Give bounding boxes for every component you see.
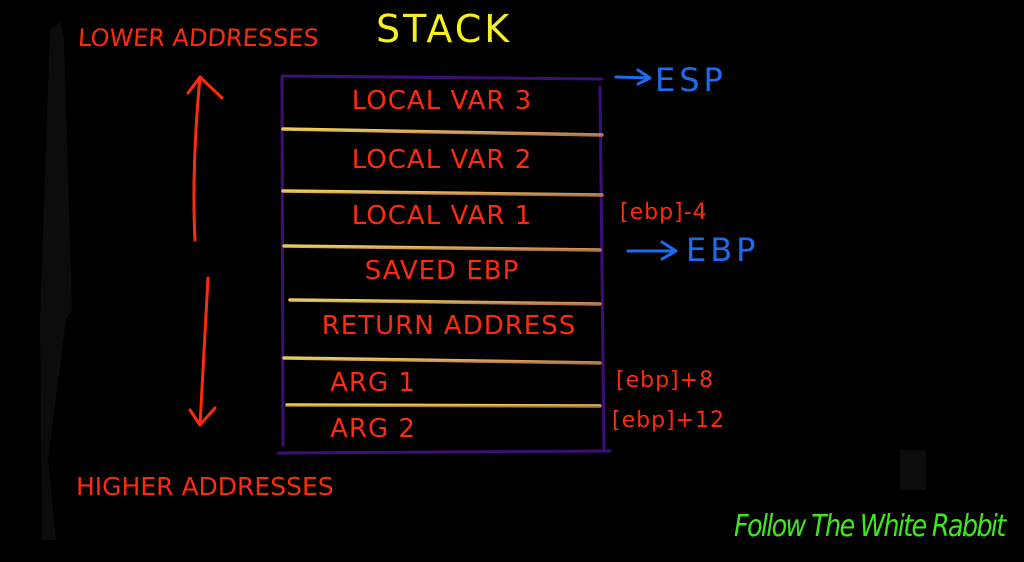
background-smudge-left bbox=[40, 22, 72, 540]
ebp-arrow-icon bbox=[626, 240, 678, 261]
lower-addresses-label: LOWER ADDRESSES bbox=[77, 24, 320, 52]
slot-divider bbox=[285, 403, 602, 408]
slot-divider bbox=[282, 244, 602, 252]
diagram-title: STACK bbox=[376, 7, 513, 51]
stack-slot-return-address: RETURN ADDRESS bbox=[321, 311, 577, 341]
ebp-register-label: EBP bbox=[686, 231, 760, 269]
stack-slot-saved-ebp: SAVED EBP bbox=[364, 256, 520, 286]
direction-arrows bbox=[186, 75, 224, 427]
offset-arg-1: [ebp]+8 bbox=[616, 368, 715, 393]
slot-dividers bbox=[281, 127, 604, 408]
stack-slot-local-var-1: LOCAL VAR 1 bbox=[351, 201, 533, 231]
slot-divider bbox=[281, 127, 604, 137]
pointer-arrows bbox=[614, 68, 678, 261]
offset-arg-2: [ebp]+12 bbox=[612, 408, 726, 433]
higher-addresses-label: HIGHER ADDRESSES bbox=[76, 472, 334, 501]
slot-divider bbox=[281, 189, 604, 197]
slot-divider bbox=[288, 298, 602, 306]
offset-local-var-1: [ebp]-4 bbox=[620, 200, 708, 225]
stack-box bbox=[276, 74, 612, 455]
stack-slot-local-var-2: LOCAL VAR 2 bbox=[351, 145, 533, 175]
esp-arrow-icon bbox=[614, 68, 652, 86]
slot-divider bbox=[282, 356, 602, 365]
stack-box-right-edge bbox=[598, 85, 606, 451]
stack-slot-arg-2: ARG 2 bbox=[330, 414, 416, 444]
arrow-up-icon bbox=[186, 75, 224, 242]
esp-register-label: ESP bbox=[655, 61, 727, 99]
arrow-down-icon bbox=[188, 276, 217, 427]
stack-box-top-edge bbox=[280, 74, 604, 81]
background-smudge-right bbox=[900, 450, 926, 490]
signature-text: Follow The White Rabbit bbox=[734, 509, 1006, 544]
stack-slot-arg-1: ARG 1 bbox=[330, 368, 416, 398]
stack-slot-local-var-3: LOCAL VAR 3 bbox=[351, 86, 533, 116]
stack-box-left-edge bbox=[280, 74, 285, 447]
stack-box-bottom-edge bbox=[276, 449, 612, 455]
